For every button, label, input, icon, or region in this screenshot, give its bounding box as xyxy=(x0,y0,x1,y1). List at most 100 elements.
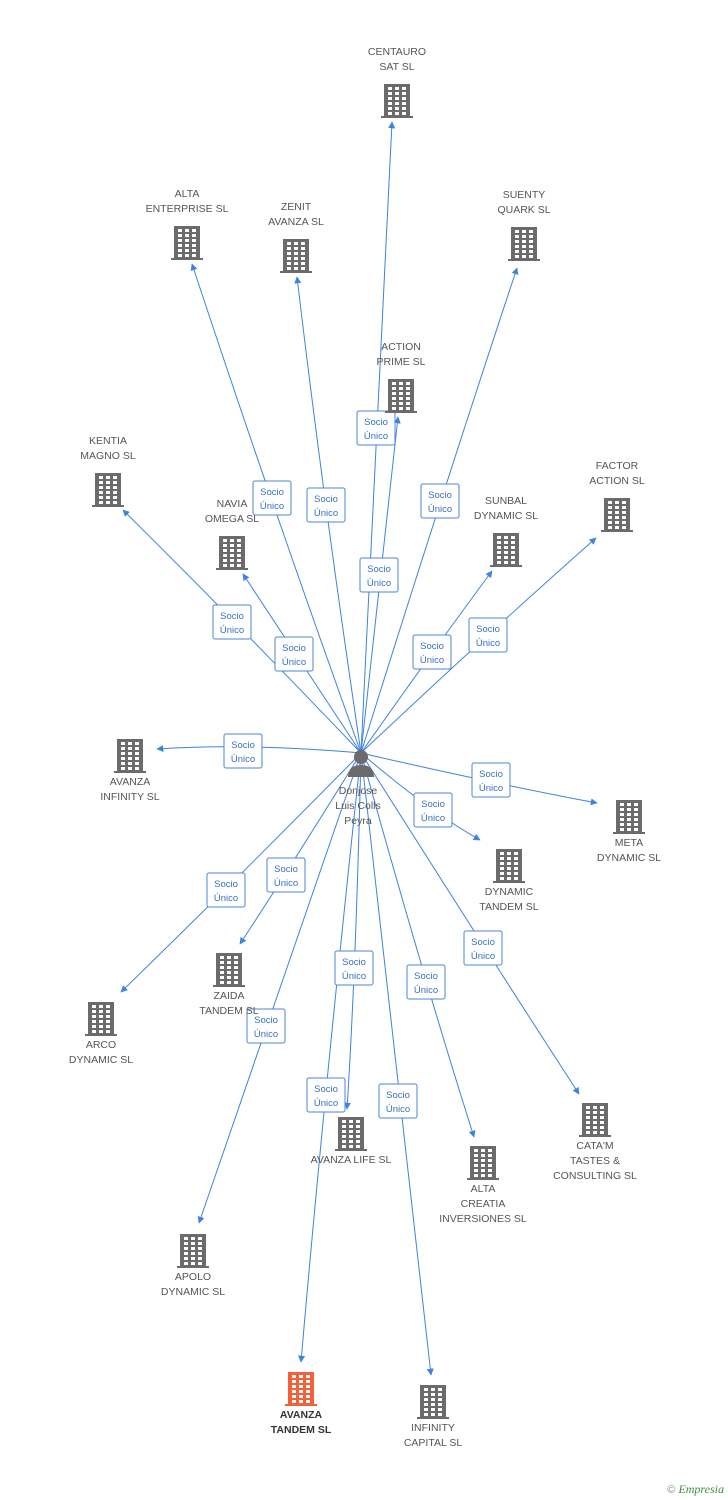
edge-label-text: Único xyxy=(476,638,500,649)
edge-label-text: Único xyxy=(367,578,391,589)
building-icon xyxy=(490,533,522,567)
company-name: DYNAMIC xyxy=(485,886,534,898)
edge-label-text: Único xyxy=(231,754,255,765)
company-name: ALTA xyxy=(175,188,200,200)
building-icon xyxy=(285,1372,317,1406)
company-name: TANDEM SL xyxy=(271,1424,332,1436)
building-icon xyxy=(92,473,124,507)
company-name: SUNBAL xyxy=(485,495,527,507)
edge-label-text: Socio xyxy=(367,564,391,575)
company-name: KENTIA xyxy=(89,435,127,447)
building-icon xyxy=(85,1002,117,1036)
edge-label-text: Único xyxy=(471,951,495,962)
building-icon xyxy=(171,226,203,260)
company-name: DYNAMIC SL xyxy=(474,510,538,522)
company-name: PRIME SL xyxy=(376,356,425,368)
edge-label-text: Socio xyxy=(282,643,306,654)
edge-label-text: Único xyxy=(364,431,388,442)
building-icon xyxy=(613,800,645,834)
edge-label-text: Socio xyxy=(428,490,452,501)
edge-label-text: Socio xyxy=(214,879,238,890)
company-node-avanza-life[interactable]: AVANZA LIFE SL xyxy=(311,1117,392,1166)
company-name: ZAIDA xyxy=(214,990,245,1002)
company-name: ENTERPRISE SL xyxy=(146,203,229,215)
company-node-apolo[interactable]: APOLO DYNAMIC SL xyxy=(161,1234,225,1298)
edge-label-text: Socio xyxy=(342,957,366,968)
company-node-sunbal[interactable]: SUNBAL DYNAMIC SL xyxy=(474,495,538,567)
edge-alta-creatia xyxy=(360,752,476,1138)
person-name: Peyra xyxy=(344,815,372,827)
building-icon xyxy=(280,239,312,273)
edge-label-text: Socio xyxy=(231,740,255,751)
company-name: FACTOR xyxy=(596,460,639,472)
edge-label-text: Socio xyxy=(476,624,500,635)
footer: © Empresia xyxy=(667,1482,724,1497)
edge-label-text: Único xyxy=(254,1029,278,1040)
brand-logo[interactable]: Empresia xyxy=(678,1482,724,1496)
building-icon xyxy=(213,953,245,987)
company-name: NAVIA xyxy=(217,498,248,510)
edge-label-text: Único xyxy=(274,878,298,889)
company-node-alta-enterprise[interactable]: ALTA ENTERPRISE SL xyxy=(146,188,229,260)
company-name: TASTES & xyxy=(570,1155,620,1167)
edge-label-text: Único xyxy=(220,625,244,636)
edge-label-text: Socio xyxy=(479,769,503,780)
building-icon xyxy=(335,1117,367,1151)
company-name: DYNAMIC SL xyxy=(69,1054,133,1066)
edge-label-text: Socio xyxy=(260,487,284,498)
edge-label-text: Socio xyxy=(471,937,495,948)
edge-label-text: Único xyxy=(314,508,338,519)
company-node-factor-action[interactable]: FACTOR ACTION SL xyxy=(589,460,645,532)
person-name: Luis Colls xyxy=(335,800,381,812)
edge-label-text: Socio xyxy=(220,611,244,622)
company-name: ALTA xyxy=(471,1183,496,1195)
company-name: ACTION SL xyxy=(589,475,645,487)
company-name: APOLO xyxy=(175,1271,211,1283)
edge-label-text: Único xyxy=(414,985,438,996)
building-icon xyxy=(579,1103,611,1137)
building-icon xyxy=(601,498,633,532)
edge-avanza-life xyxy=(343,752,362,1110)
company-name: CATA'M xyxy=(576,1140,613,1152)
company-name: DYNAMIC SL xyxy=(161,1286,225,1298)
edge-label-text: Socio xyxy=(254,1015,278,1026)
edge-label-text: Socio xyxy=(364,417,388,428)
edge-label-text: Único xyxy=(260,501,284,512)
